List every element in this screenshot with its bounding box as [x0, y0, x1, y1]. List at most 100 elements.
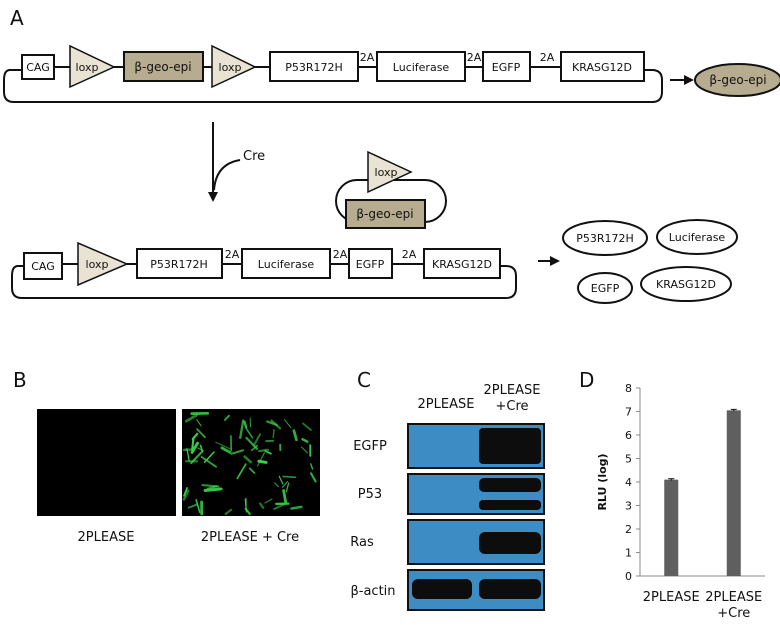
fluorescent-cell	[200, 456, 218, 468]
fluorescent-cell	[258, 448, 270, 453]
loxp-site-3	[77, 241, 129, 287]
link-2a-5: 2A	[333, 248, 348, 261]
image-cre-treated	[182, 409, 320, 516]
loxp-label-1: loxp	[76, 61, 99, 74]
cre-arrow-branch	[213, 159, 241, 191]
fluorescent-cell	[220, 446, 232, 454]
panel-label-a: A	[10, 6, 24, 30]
luciferase-product-label: Luciferase	[669, 231, 726, 244]
p53-product-label: P53R172H	[576, 232, 634, 245]
fluorescent-cell	[243, 420, 248, 429]
fluorescent-cell	[300, 446, 308, 454]
blot-ras: Ras	[350, 519, 545, 565]
fluorescent-cell	[239, 419, 245, 440]
bgeo-label: β-geo-epi	[134, 60, 191, 74]
fluorescent-cell	[278, 475, 284, 485]
y-tick-label: 8	[625, 382, 632, 395]
x-tick-label: 2PLEASE	[643, 590, 700, 605]
luciferase-gene-2	[241, 248, 331, 279]
luciferase-product	[656, 219, 738, 255]
egfp-label: EGFP	[492, 61, 521, 74]
image-control-label: 2PLEASE	[78, 530, 135, 545]
protein-products: P53R172H Luciferase EGFP KRASG12D	[562, 219, 738, 304]
excised-loxp	[367, 150, 413, 194]
y-tick-label: 1	[625, 547, 632, 560]
link-2a-3: 2A	[540, 51, 555, 64]
kras-gene	[560, 51, 645, 82]
fluorescent-cell	[256, 452, 266, 467]
luciferase-label: Luciferase	[393, 61, 450, 74]
fluorescent-cell	[281, 481, 288, 488]
excised-bgeo	[345, 199, 426, 229]
fluorescent-cell	[309, 472, 317, 483]
fluorescent-cell	[259, 502, 265, 509]
egfp-gene	[482, 51, 531, 82]
link-2a-2: 2A	[467, 51, 482, 64]
kras-label-2: KRASG12D	[432, 258, 492, 271]
blot-col-cre-line1: 2PLEASE	[484, 383, 541, 398]
panel-label-d: D	[579, 368, 594, 392]
fluorescent-cell	[252, 433, 261, 447]
egfp-product	[577, 272, 633, 304]
fluorescent-cell	[264, 498, 273, 504]
bar	[664, 479, 679, 576]
cre-label: Cre	[243, 149, 265, 164]
fluorescent-cell	[245, 436, 259, 450]
fluorescent-cell	[301, 438, 309, 443]
blot-row-ras: Ras	[350, 535, 374, 550]
cag-promoter	[21, 54, 55, 80]
egfp-label-2: EGFP	[356, 258, 385, 271]
loxp-site-1	[69, 44, 116, 89]
fluorescent-cell	[282, 489, 288, 504]
blot-egfp: EGFP	[353, 423, 545, 469]
fluorescent-cell	[283, 419, 292, 428]
fluorescent-cell	[215, 441, 231, 450]
blot-actin: β-actin	[350, 569, 545, 611]
cag-label: CAG	[26, 61, 50, 74]
fluorescent-cell	[196, 428, 206, 439]
fluorescent-cell	[199, 444, 204, 453]
fluorescent-cell	[244, 507, 251, 515]
construct-top: CAG loxp β-geo-epi loxp P53R172H 2A Luci…	[3, 44, 663, 103]
fluorescent-cell	[245, 427, 254, 439]
fluorescent-cell	[292, 429, 298, 442]
panel-label-c: C	[357, 368, 371, 392]
y-tick-label: 4	[625, 476, 632, 489]
y-axis-label: RLU (log)	[596, 453, 609, 510]
blot-p53: P53	[358, 473, 545, 515]
link-2a-6: 2A	[402, 248, 417, 261]
fluorescent-cell	[243, 455, 253, 464]
x-tick-label: +Cre	[717, 606, 750, 621]
excised-circle: loxp β-geo-epi	[335, 150, 447, 229]
fluorescent-cell	[230, 449, 245, 455]
fluorescent-cell	[190, 441, 199, 454]
fluorescent-cell	[290, 505, 303, 510]
bgeo-epi-cassette	[123, 51, 204, 82]
y-tick-label: 0	[625, 570, 632, 583]
p53-label: P53R172H	[285, 61, 343, 74]
blot-col-control: 2PLEASE	[418, 397, 475, 412]
egfp-product-label: EGFP	[591, 282, 620, 295]
egfp-gene-2	[348, 248, 393, 279]
kras-gene-2	[423, 248, 501, 279]
loxp-label-2: loxp	[219, 61, 242, 74]
excised-bgeo-label: β-geo-epi	[356, 207, 413, 221]
bgeo-product-label: β-geo-epi	[709, 73, 766, 87]
image-control	[37, 409, 176, 516]
blot-col-cre-line2: +Cre	[495, 399, 528, 414]
link-2a-1: 2A	[360, 51, 375, 64]
y-tick-label: 2	[625, 523, 632, 536]
fluorescent-cell	[182, 489, 190, 501]
luciferase-label-2: Luciferase	[258, 258, 315, 271]
fluorescent-cell	[203, 451, 215, 463]
y-tick-label: 5	[625, 453, 632, 466]
fluorescent-cell	[183, 487, 188, 497]
y-tick-label: 3	[625, 500, 632, 513]
link-2a-4: 2A	[225, 248, 240, 261]
excised-loxp-label: loxp	[375, 166, 398, 179]
fluorescent-cell	[196, 419, 202, 427]
fluorescent-cell	[274, 482, 279, 488]
panel-label-b: B	[13, 368, 27, 392]
